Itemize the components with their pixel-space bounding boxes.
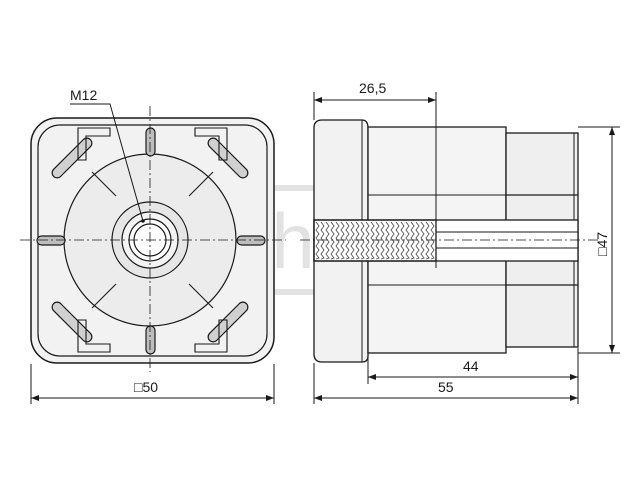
thread-hatch-line: [430, 221, 435, 260]
corner-brackets: [77, 127, 228, 353]
thread-hatch-line: [345, 221, 350, 260]
total-length-label: 55: [438, 379, 454, 395]
thread-hatch: [315, 221, 435, 260]
thread-hatch-line: [335, 221, 340, 260]
thread-hatch-line: [400, 221, 405, 260]
front-width-label: □50: [134, 379, 158, 395]
thread-hatch-line: [410, 221, 415, 260]
body-length-label: 44: [463, 358, 479, 374]
offset-dimension: [313, 92, 437, 268]
rib-right: [236, 235, 266, 246]
rib-top: [145, 127, 156, 157]
thread-hatch-line: [315, 221, 320, 260]
thread-hatch-line: [350, 221, 355, 260]
slot-tl: [51, 137, 93, 179]
bracket-tr-rib: [188, 171, 214, 197]
rib-left: [36, 235, 66, 246]
bracket-bl: [77, 319, 111, 353]
thread-hatch-line: [420, 221, 425, 260]
bracket-br: [194, 319, 228, 353]
front-centerlines: [20, 106, 286, 372]
front-width-dimension: [30, 364, 275, 404]
rib-bottom: [145, 325, 156, 355]
slot-tr: [207, 137, 249, 179]
thread-hatch-line: [320, 221, 325, 260]
slot-br: [207, 301, 249, 343]
thread-hatch-line: [330, 221, 335, 260]
bracket-bl-rib: [91, 283, 117, 309]
thread-hatch-line: [365, 221, 370, 260]
total-length-dimension: [313, 363, 578, 404]
thread-hatch-line: [380, 221, 385, 260]
thread-leader-dot: [141, 219, 145, 223]
bracket-br-rib: [188, 283, 214, 309]
thread-hatch-line: [415, 221, 420, 260]
slot-bl: [51, 301, 93, 343]
thread-hatch-line: [375, 221, 380, 260]
bracket-tl-rib: [91, 171, 117, 197]
thread-leader: [70, 103, 144, 222]
thread-label: M12: [70, 87, 97, 103]
diagonal-slots: [51, 137, 249, 343]
front-view: [30, 117, 275, 364]
thread-hatch-line: [340, 221, 345, 260]
body-length-dimension: [367, 348, 579, 404]
tube-size-dimension: [578, 126, 620, 354]
thread-hatch-line: [405, 221, 410, 260]
bracket-tr: [194, 127, 228, 161]
thread-callout: M12: [70, 87, 145, 223]
thread-hatch-line: [325, 221, 330, 260]
tube-size-label: □47: [594, 232, 610, 256]
thread-hatch-line: [360, 221, 365, 260]
thread-hatch-line: [385, 221, 390, 260]
thread-hatch-line: [395, 221, 400, 260]
thread-hatch-line: [370, 221, 375, 260]
thread-hatch-line: [425, 221, 430, 260]
bracket-tl: [77, 127, 111, 161]
thread-hatch-line: [390, 221, 395, 260]
thread-hatch-line: [355, 221, 360, 260]
offset-label: 26,5: [359, 80, 386, 96]
